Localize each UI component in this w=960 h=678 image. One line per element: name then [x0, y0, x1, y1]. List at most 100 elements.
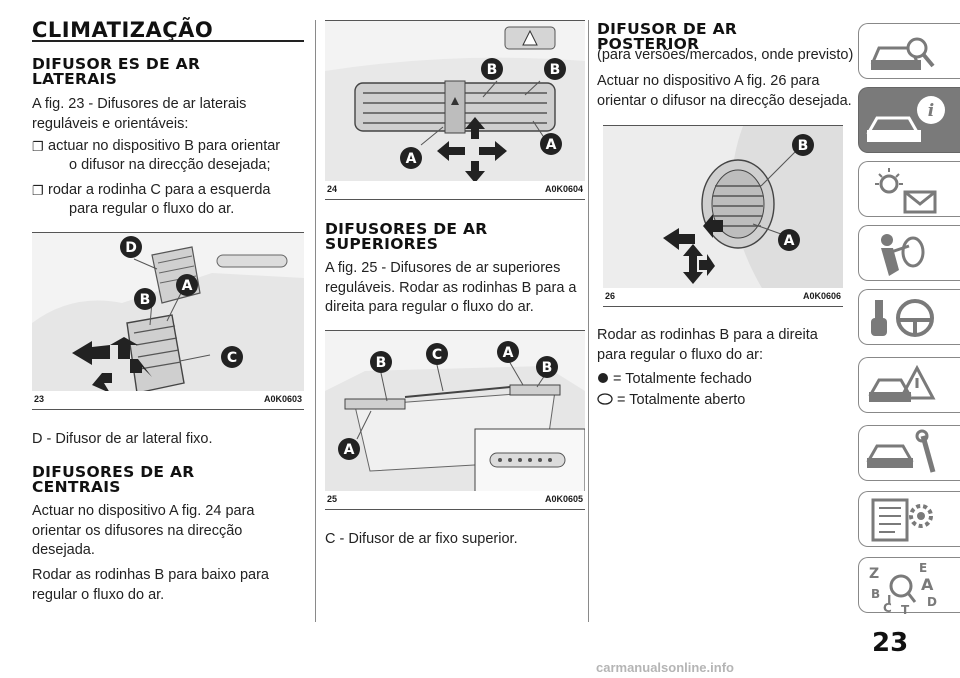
figure-code: A0K0605: [544, 494, 583, 504]
tab-airbag-seat[interactable]: [858, 225, 960, 281]
figure-number: 24: [327, 184, 338, 194]
key-steering-icon: [871, 299, 934, 337]
heading-line: CENTRAIS: [32, 478, 121, 496]
airbag-seat-icon: [881, 234, 925, 276]
title-rule: [32, 40, 304, 42]
index-letter: Z: [869, 566, 879, 582]
index-letter: A: [921, 575, 934, 594]
callout-label: A: [784, 233, 795, 249]
heading-line: DIFUSOR ES DE AR: [32, 55, 201, 73]
tab-car-crash[interactable]: [858, 357, 960, 413]
callout-label: C: [432, 347, 442, 363]
text-line: A fig. 23 - Difusores de ar laterais: [32, 96, 247, 112]
index-letter: C: [883, 601, 892, 615]
legend-open: = Totalmente aberto: [597, 391, 745, 411]
paragraph: Rodar as rodinhas B para baixo para regu…: [32, 566, 269, 605]
car-crash-icon: [868, 364, 936, 402]
tab-specs[interactable]: [858, 491, 960, 547]
car-service-icon: [866, 429, 936, 473]
callout-label: D: [125, 240, 137, 256]
car-search-icon: [870, 37, 935, 70]
paragraph: Actuar no dispositivo A fig. 24 para ori…: [32, 502, 254, 561]
rear-vent-illustration: B A: [603, 126, 843, 290]
callout-label: B: [487, 62, 498, 78]
heading-line: LATERAIS: [32, 70, 118, 88]
heading-line: DIFUSORES DE AR: [325, 220, 488, 238]
tab-warning-lights[interactable]: [858, 161, 960, 217]
column-divider: [315, 20, 316, 622]
figure-23: D A B C 23 A0K0603: [32, 232, 304, 410]
callout-label: B: [550, 62, 561, 78]
checkbox-bullet-icon: ❐: [32, 183, 44, 198]
page-title: CLIMATIZAÇÃO: [32, 18, 214, 42]
text-line: Actuar no dispositivo A fig. 24 para: [32, 503, 255, 519]
callout-label: B: [798, 138, 809, 154]
callout-label: A: [182, 278, 193, 294]
text-line: Actuar no dispositivo A fig. 26 para: [597, 73, 820, 89]
callout-label: A: [406, 151, 417, 167]
figure-caption: 23 A0K0603: [32, 391, 304, 409]
callout-label: B: [376, 355, 387, 371]
watermark: carmanualsonline.info: [596, 660, 734, 675]
bullet-item: ❐ actuar no dispositivo B para orientar: [32, 137, 280, 157]
text-line: orientar o difusor na direcção desejada.: [597, 92, 852, 109]
legend-text: = Totalmente fechado: [613, 371, 752, 387]
upper-vents-illustration: B C A B A: [325, 341, 585, 494]
legend-closed: = Totalmente fechado: [597, 370, 752, 390]
text-line: A fig. 25 - Difusores de ar superiores: [325, 260, 561, 276]
heading-line: SUPERIORES: [325, 235, 439, 253]
page-number: 23: [872, 628, 909, 658]
figure-caption: 26 A0K0606: [603, 288, 843, 306]
paragraph: A fig. 23 - Difusores de ar laterais reg…: [32, 95, 246, 134]
figure-legend: C - Difusor de ar fixo superior.: [325, 531, 518, 547]
text-line: reguláveis. Rodar as rodinhas B para a: [325, 279, 577, 296]
text-line: regular o fluxo do ar.: [32, 586, 165, 603]
tab-car-service[interactable]: [858, 425, 960, 481]
warning-lights-icon: [875, 168, 937, 214]
figure-legend: D - Difusor de ar lateral fixo.: [32, 431, 213, 447]
section-heading-superiores: DIFUSORES DE AR SUPERIORES: [325, 220, 488, 253]
index-letter: D: [927, 595, 937, 609]
figure-code: A0K0604: [544, 184, 583, 194]
index-letter: I: [887, 593, 891, 607]
text-line: Rodar as rodinhas B para a direita: [597, 327, 818, 343]
figure-24: B B A A 24 A0K0604: [325, 20, 585, 200]
central-vents-illustration: B B A A: [325, 26, 585, 183]
heading-line: POSTERIOR: [597, 35, 700, 53]
text-line: para regular o fluxo do ar.: [69, 201, 235, 217]
column-divider: [588, 20, 589, 622]
figure-number: 26: [605, 291, 616, 301]
tab-car-info[interactable]: i: [858, 87, 960, 153]
bullet-item: ❐ rodar a rodinha C para a esquerda: [32, 181, 270, 201]
callout-label: B: [542, 360, 553, 376]
callout-label: C: [227, 350, 237, 366]
figure-25: B C A B A 25 A0K0605: [325, 330, 585, 510]
svg-text:i: i: [928, 101, 934, 121]
figure-code: A0K0603: [263, 394, 302, 404]
text-line: reguláveis e orientáveis:: [32, 115, 189, 132]
index-letter: B: [871, 587, 880, 601]
text-line: direita para regular o fluxo do ar.: [325, 299, 534, 315]
paragraph: Rodar as rodinhas B para a direita para …: [597, 326, 818, 365]
figure-code: A0K0606: [802, 291, 841, 301]
text-line: actuar no dispositivo B para orientar: [48, 138, 281, 154]
tab-index[interactable]: Z E A B I C T D: [858, 557, 960, 617]
text-line: para regular o fluxo do ar:: [597, 346, 764, 363]
text-line: o difusor na direcção desejada;: [69, 157, 271, 173]
text-line: orientar os difusores na direcção: [32, 522, 243, 539]
text-line: desejada.: [32, 542, 95, 558]
legend-text: = Totalmente aberto: [617, 392, 746, 408]
filled-circle-icon: [598, 373, 608, 383]
heading-line: DIFUSOR DE AR: [597, 20, 738, 38]
checkbox-bullet-icon: ❐: [32, 139, 44, 154]
tab-key-steering[interactable]: [858, 289, 960, 345]
specs-gear-icon: [871, 498, 933, 542]
heading-line: DIFUSORES DE AR: [32, 463, 195, 481]
empty-circle-icon: [597, 393, 613, 405]
text-line: rodar a rodinha C para a esquerda: [48, 182, 271, 198]
section-heading-posterior: DIFUSOR DE AR POSTERIOR: [597, 20, 738, 53]
tab-car-search[interactable]: [858, 23, 960, 79]
callout-label: A: [503, 345, 514, 361]
figure-number: 23: [34, 394, 45, 404]
index-letter: T: [901, 603, 910, 617]
